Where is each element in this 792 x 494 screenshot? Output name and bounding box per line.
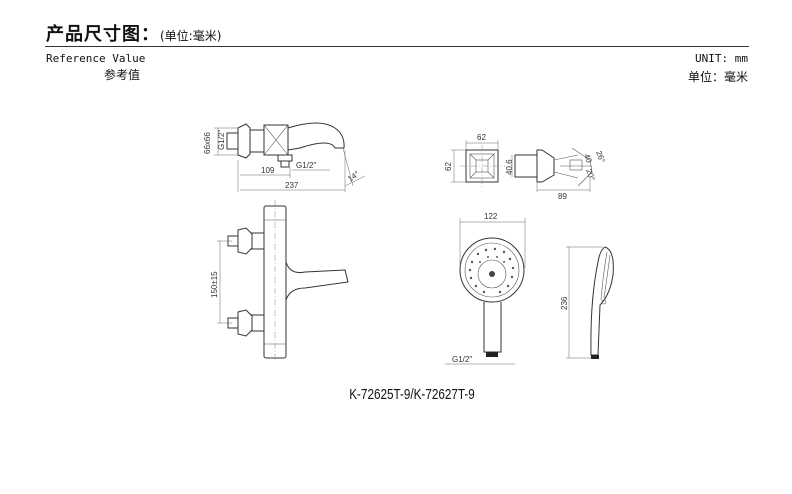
dim-height-62: 62 [444,162,453,171]
reference-value-cn: 参考值 [104,68,141,82]
dim-thread-left: G1/2" [217,130,226,150]
hand-shower-views: 122 G1/2" 236 [445,212,614,365]
dim-150-15: 150±15 [210,271,219,298]
title-unit: (单位:毫米) [160,29,222,43]
spray-nozzles [468,247,515,294]
dim-angle-40: 40 [582,153,594,165]
spout-side-view: 109 237 G1/2" 14° 66x66 G1/2" [203,122,366,192]
dim-236: 236 [560,296,569,310]
dim-89: 89 [558,192,567,201]
dim-thread: G1/2" [452,355,472,364]
header-divider [45,46,749,47]
dim-40-6: 40.6 [505,159,514,175]
reference-value-en: Reference Value [46,52,146,65]
dim-angle-14: 14° [346,169,361,183]
dim-66x66: 66x66 [203,132,212,154]
dim-237: 237 [285,181,299,190]
dim-angle-20: 20° [584,168,597,182]
handle-views: 62 62 40.6 89 26° 40 20° [444,133,607,201]
dim-109: 109 [261,166,275,175]
model-caption: K-72625T-9/K-72627T-9 [349,386,475,403]
page-title: 产品尺寸图：(单位:毫米) [46,20,221,46]
dim-angle-26: 26° [594,150,607,164]
unit-label-cn: 单位：毫米 [687,70,748,84]
title-text: 产品尺寸图： [46,24,160,45]
unit-label-en: UNIT: mm [695,52,748,65]
dim-122: 122 [484,212,498,221]
mixer-front-view: 150±15 [210,200,349,362]
dim-thread-bottom: G1/2" [296,161,316,170]
dim-width-62: 62 [477,133,486,142]
